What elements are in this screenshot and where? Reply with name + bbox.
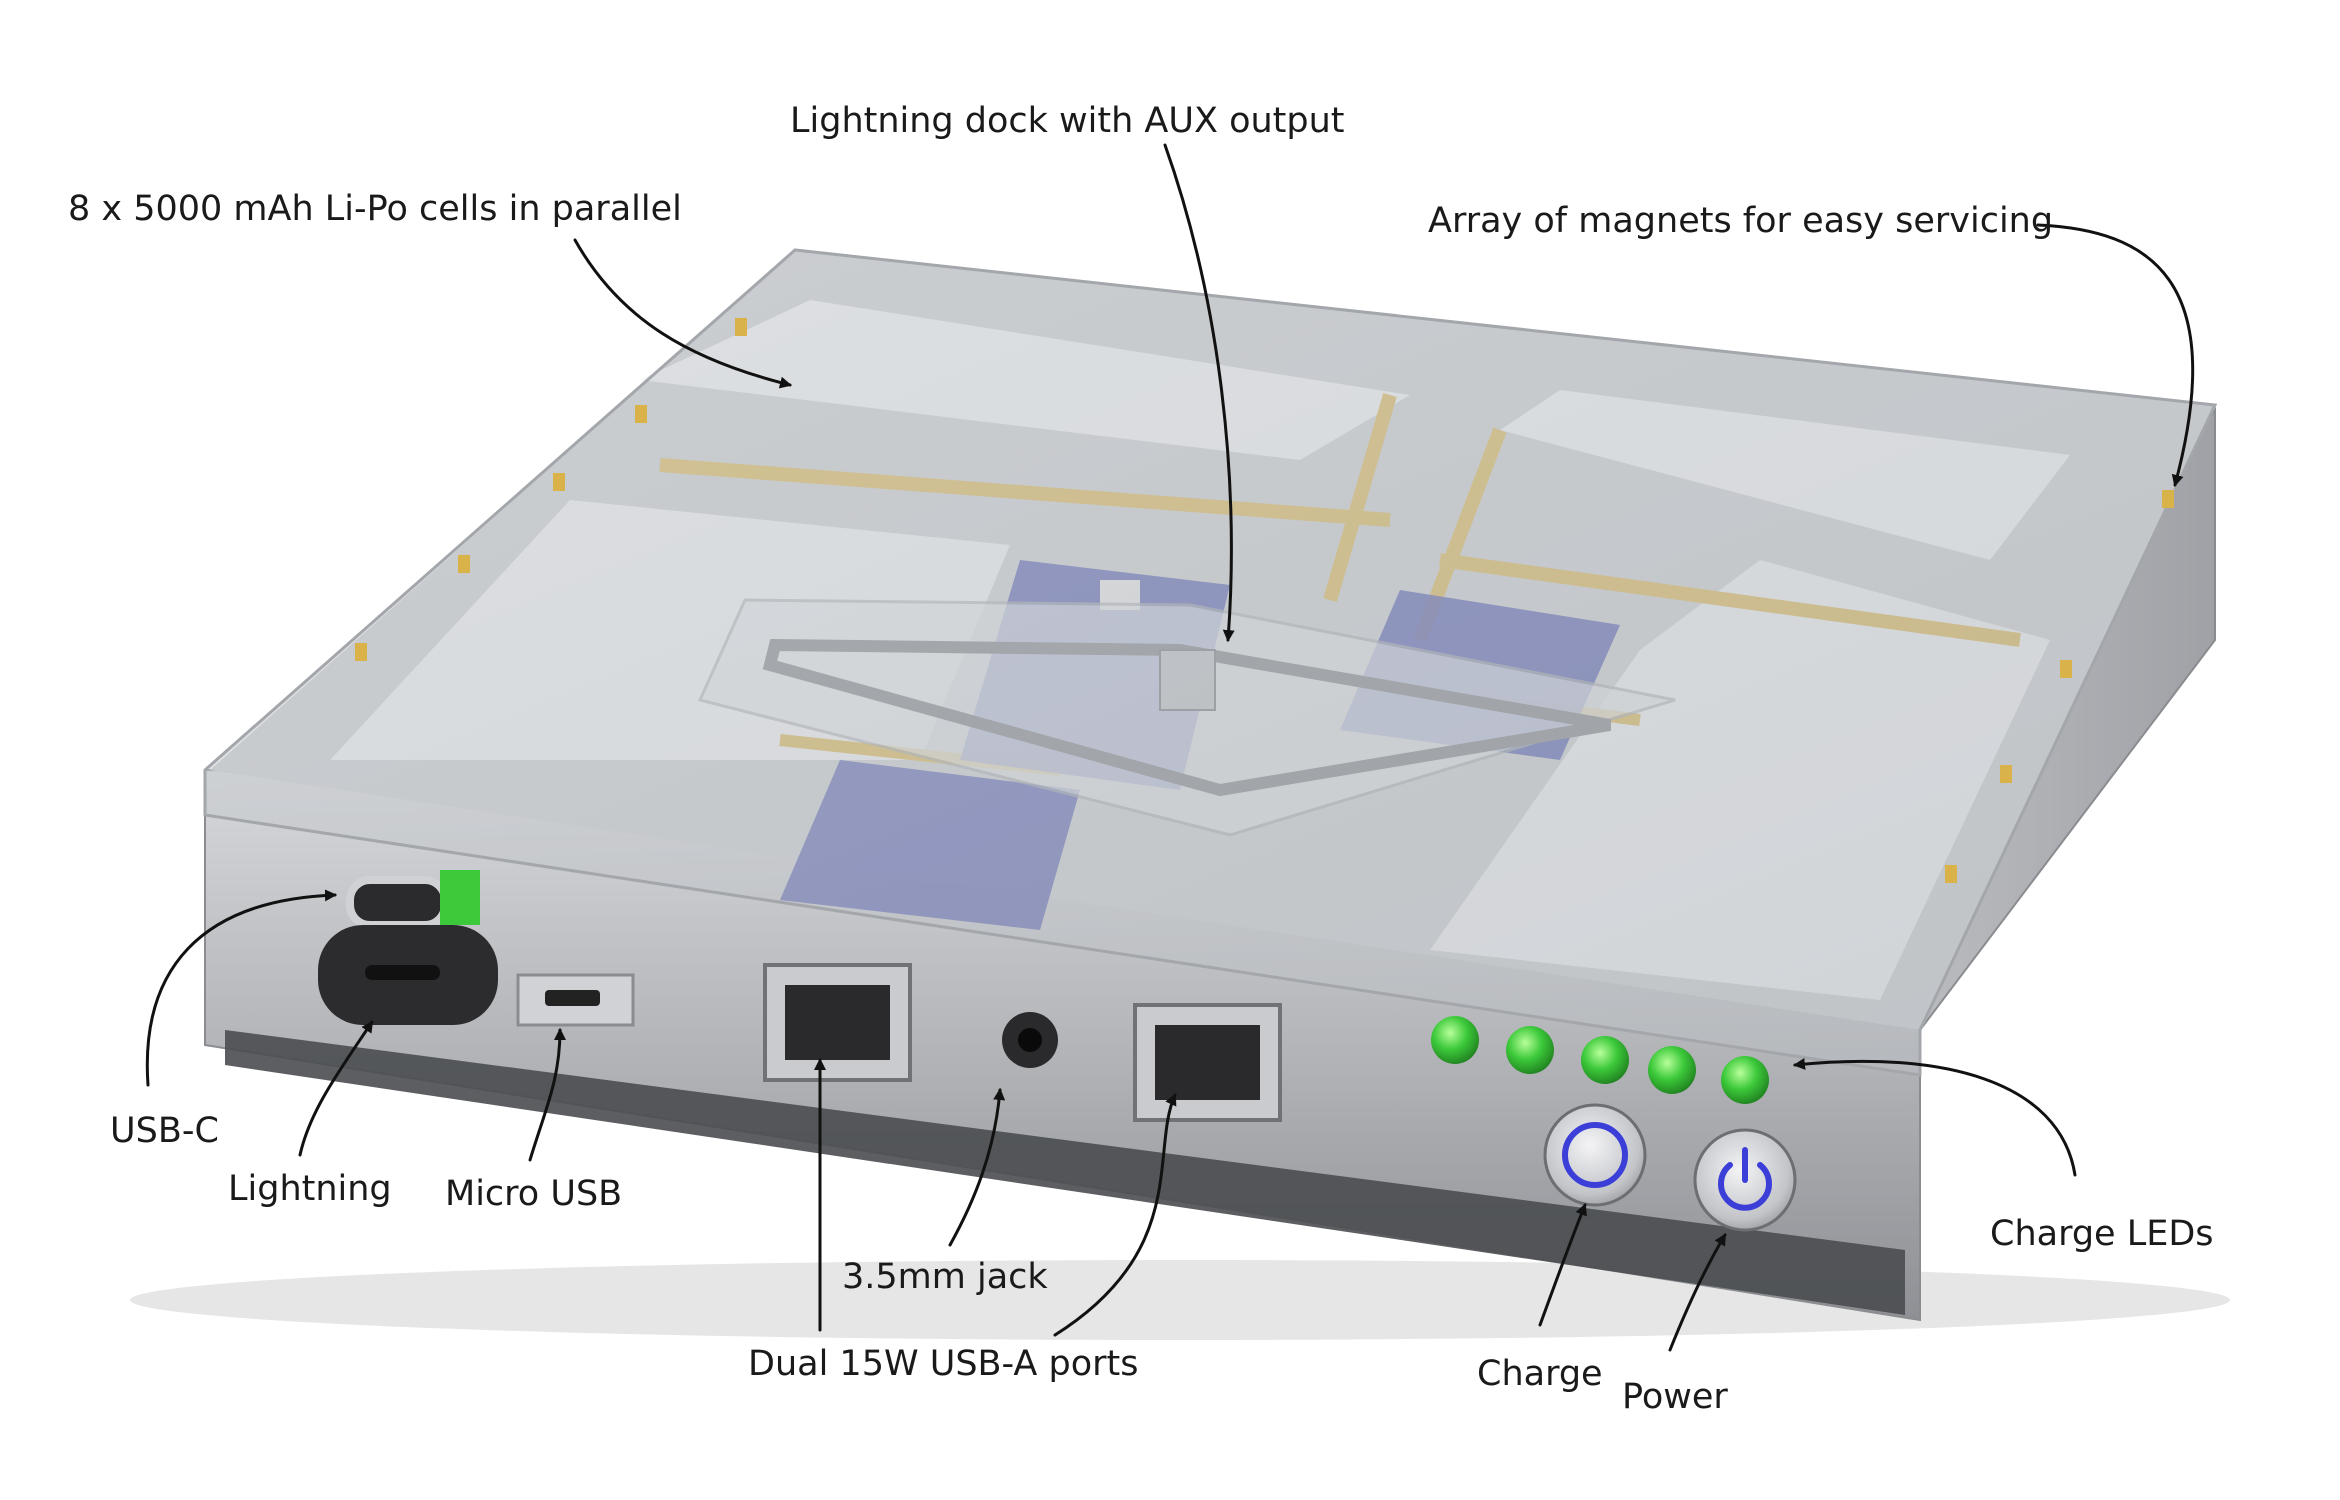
arrow-usb-a-right [1053,1093,1177,1337]
charge-led [1581,1036,1629,1084]
charge-led [1506,1026,1554,1074]
label-usb-a: Dual 15W USB-A ports [748,1344,1138,1384]
arrow-lightning-dock [1163,143,1235,642]
micro-usb-slot [545,990,600,1006]
usb-c-board [440,870,480,925]
charge-led [1721,1056,1769,1104]
power-icon [1718,1147,1772,1211]
label-charge-leds: Charge LEDs [1990,1214,2214,1254]
arrow-charge [1538,1203,1587,1327]
label-magnets: Array of magnets for easy servicing [1428,201,2053,241]
arrow-usb-c [145,889,337,1087]
arrow-charge-leds [1793,1058,2077,1177]
arrow-lightning [298,1020,374,1157]
usb-a-slot-left [785,985,890,1060]
label-usb-c: USB-C [110,1111,219,1151]
arrow-magnets [2036,223,2195,487]
label-power: Power [1622,1377,1728,1417]
label-lightning: Lightning [228,1169,392,1209]
arrow-micro-usb [528,1028,566,1162]
label-jack: 3.5mm jack [842,1257,1048,1297]
label-lightning-dock: Lightning dock with AUX output [790,101,1345,141]
transparent-lid [203,248,2218,1077]
power-button[interactable] [1693,1128,1797,1232]
callout-arrows [145,143,2195,1352]
circle-ring-icon [1562,1122,1628,1188]
device-body [130,248,2230,1340]
charge-button[interactable] [1543,1103,1647,1207]
label-charge: Charge [1477,1354,1603,1394]
audio-jack-hole [1018,1028,1042,1052]
usb-a-slot-right [1155,1025,1260,1100]
label-cells: 8 x 5000 mAh Li-Po cells in parallel [68,189,682,229]
usb-c-port [346,876,449,929]
arrow-cells [573,238,792,389]
charge-led [1431,1016,1479,1064]
charge-led-row [1431,1016,1769,1104]
arrow-jack [948,1088,1006,1247]
bottom-strip [225,1030,1905,1315]
label-micro-usb: Micro USB [445,1174,622,1214]
lightning-slot [365,965,440,980]
callout-labels: Lightning dock with AUX output 8 x 5000 … [68,101,2214,1417]
charge-led [1648,1046,1696,1094]
magnet-array [355,318,2174,883]
arrow-power [1668,1233,1727,1352]
